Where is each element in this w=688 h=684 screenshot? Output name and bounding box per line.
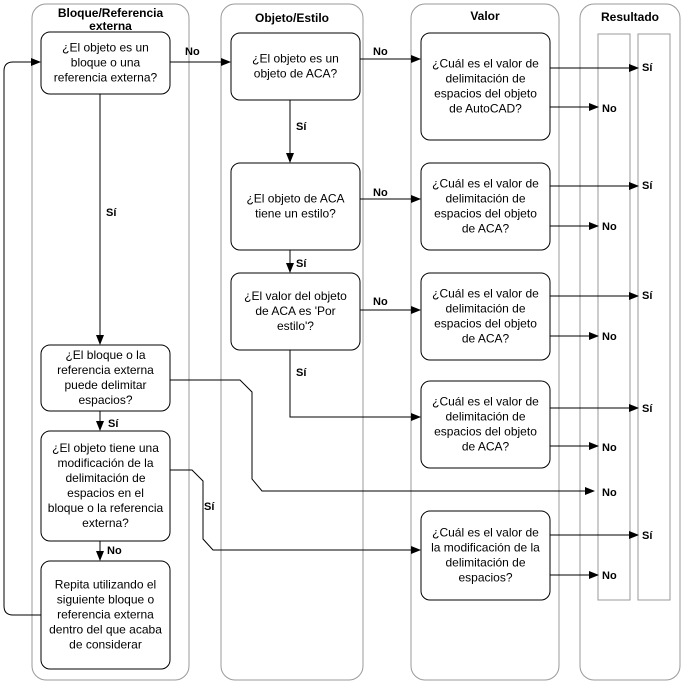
lane-title-objeto: Objeto/Estilo [255,11,329,25]
box-text-q-por-estilo: ¿El valor del objeto [244,289,347,303]
box-text-v-autocad: de AutoCAD? [449,102,522,116]
box-text-v-aca1: ¿Cuál es el valor de [432,177,539,191]
box-q-estilo [230,162,361,251]
output-label-o-delimitar-no: No [602,487,617,499]
box-text-v-aca3: espacios del objeto [434,425,537,439]
connector-e-porestilo-si [289,350,421,421]
box-text-q-bloque-delimitar: puede delimitar [64,378,146,392]
box-v-aca3 [420,380,551,469]
box-repita [40,560,171,670]
box-text-repita: siguiente bloque o [57,593,155,607]
box-text-q-bloque: referencia externa? [54,71,158,85]
box-text-repita: de considerar [69,638,142,652]
box-text-q-por-estilo: estilo'? [277,319,314,333]
box-text-q-bloque: ¿El objeto es un [62,41,149,55]
box-text-q-bloque-delimitar: espacios? [78,393,132,407]
lane-title-bloque: Bloque/Referencia [58,6,164,20]
box-text-q-modificacion: espacios en el [67,486,144,500]
output-label-o-autocad-si: Sí [642,62,653,74]
connector-e-modif-si [170,469,421,554]
box-text-q-modificacion: externa? [82,516,129,530]
box-text-v-aca1: delimitación de [445,192,525,206]
connector-label-e-bloque-si: Sí [106,207,117,219]
box-text-v-aca2: de ACA? [462,332,510,346]
output-label-o-aca2-no: No [602,331,617,343]
output-label-o-modif-no: No [602,570,617,582]
box-text-q-modificacion: bloque o la referencia [48,501,164,515]
box-text-q-modificacion: ¿El objeto tiene una [52,441,159,455]
result-column-si [637,33,671,601]
lane-title-valor: Valor [470,9,500,23]
box-v-aca1 [420,162,551,251]
connector-label-e-porestilo-no: No [373,296,388,308]
box-text-q-bloque-delimitar: ¿El bloque o la [65,348,145,362]
box-text-repita: Repita utilizando el [55,578,156,592]
box-v-aca2 [420,272,551,361]
box-q-aca [230,32,361,101]
box-text-v-modif: delimitación de [445,556,525,570]
box-text-v-autocad: ¿Cuál es el valor de [432,57,539,71]
box-q-modificacion [40,430,171,542]
box-text-v-aca3: delimitación de [445,410,525,424]
box-text-v-aca2: espacios del objeto [434,317,537,331]
box-q-por-estilo [230,272,361,351]
connector-label-e-modif-no: No [107,545,122,557]
connector-label-e-bloque-no: No [185,46,200,58]
box-text-q-aca: ¿El objeto es un [252,52,339,66]
box-text-q-bloque-delimitar: referencia externa [57,363,154,377]
connector-label-e-aca-no: No [373,46,388,58]
output-label-o-aca3-no: No [602,442,617,454]
connector-e-repita-loop [3,58,41,616]
connector-label-e-aca-si: Sí [296,121,307,133]
output-label-o-aca3-si: Sí [642,403,653,415]
box-text-v-aca2: ¿Cuál es el valor de [432,287,539,301]
output-label-o-modif-si: Sí [642,530,653,542]
box-v-autocad [420,32,551,141]
lane-title-resultado: Resultado [601,10,659,24]
box-text-q-estilo: ¿El objeto de ACA [246,192,344,206]
box-v-modif [420,510,551,601]
box-text-v-autocad: espacios del objeto [434,87,537,101]
box-text-v-aca1: espacios del objeto [434,207,537,221]
box-q-bloque [40,31,171,95]
result-column-no [597,33,631,601]
box-text-v-autocad: delimitación de [445,72,525,86]
connectors [3,55,639,616]
box-text-v-modif: la modificación de la [431,541,540,555]
box-q-bloque-delimitar [40,344,171,412]
box-text-repita: referencia externa [57,608,154,622]
connector-label-e-estilo-si: Sí [296,258,307,270]
result-columns [597,33,671,601]
connector-label-e-porestilo-si: Sí [296,367,307,379]
box-text-v-aca2: delimitación de [445,302,525,316]
connector-label-e-modif-si: Sí [204,501,215,513]
box-text-v-modif: espacios? [458,571,512,585]
output-label-o-aca1-si: Sí [642,180,653,192]
connector-label-e-estilo-no: No [373,187,388,199]
lane-title-bloque: externa [89,19,132,33]
box-text-v-aca1: de ACA? [462,222,510,236]
output-label-o-aca1-no: No [602,221,617,233]
box-text-q-por-estilo: de ACA es 'Por [255,304,335,318]
box-text-v-aca3: ¿Cuál es el valor de [432,395,539,409]
box-text-repita: dentro del que acaba [49,623,162,637]
output-label-o-autocad-no: No [602,103,617,115]
connector-e-delimitar-no [170,379,595,495]
box-text-q-estilo: tiene un estilo? [255,207,336,221]
connector-labels: NoSíNoSíNoSíNoSíSíSíNoSíNoSíNoSíNoSíNoNo… [106,46,653,582]
box-text-q-bloque: bloque o una [71,56,141,70]
box-text-q-aca: objeto de ACA? [254,67,338,81]
box-text-v-modif: ¿Cuál es el valor de [432,526,539,540]
output-label-o-aca2-si: Sí [642,290,653,302]
box-text-v-aca3: de ACA? [462,440,510,454]
box-text-q-modificacion: delimitación de [65,471,145,485]
box-text-q-modificacion: modificación de la [57,456,153,470]
connector-label-e-delimitar-si: Sí [108,418,119,430]
